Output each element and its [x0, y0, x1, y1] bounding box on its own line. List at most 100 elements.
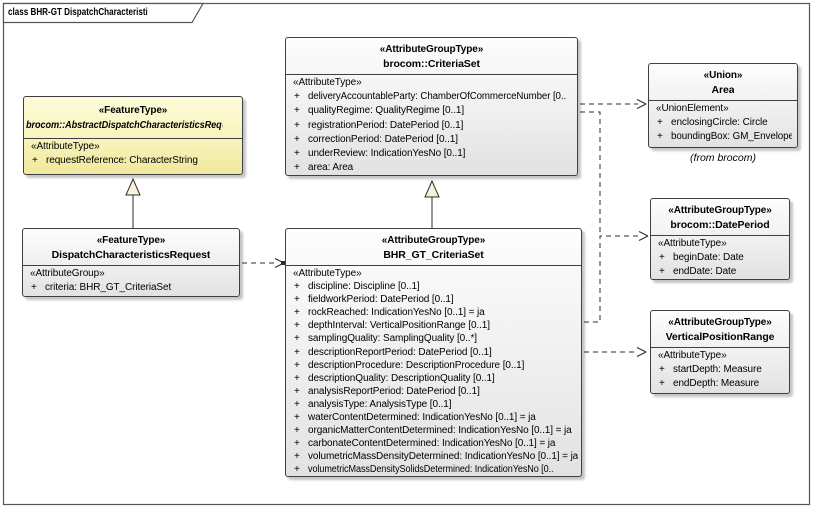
class-header: «FeatureType» brocom::AbstractDispatchCh…: [24, 97, 242, 138]
class-name: DispatchCharacteristicsRequest: [51, 249, 211, 261]
visibility-marker: +: [294, 359, 300, 371]
class-stereotype: «Union»: [703, 70, 743, 81]
class-name: brocom::DatePeriod: [670, 219, 770, 231]
attribute-list: + requestReference: CharacterString: [29, 154, 239, 168]
attribute-text: startDepth: Measure: [673, 364, 762, 376]
visibility-marker: +: [294, 333, 300, 345]
visibility-marker: +: [294, 281, 300, 293]
attribute-row: + registrationPeriod: DatePeriod [0..1]: [291, 119, 574, 133]
attribute-row: + samplingQuality: SamplingQuality [0..*]: [291, 332, 578, 345]
attribute-list: + startDepth: Measure+endDepth: Measure: [656, 363, 786, 391]
attribute-row: +deliveryAccountableParty: ChamberOfComm…: [291, 90, 574, 104]
visibility-marker: +: [294, 346, 300, 358]
attribute-text: requestReference: CharacterString: [46, 155, 198, 167]
visibility-marker: +: [294, 425, 300, 437]
attribute-text: descriptionReportPeriod: DatePeriod [0..…: [308, 346, 492, 358]
class-stereotype: «AttributeGroupType»: [668, 317, 772, 328]
attribute-row: +correctionPeriod: DatePeriod [0..1]: [291, 133, 574, 147]
class-stereotype: «AttributeGroupType»: [668, 205, 772, 216]
attribute-text: samplingQuality: SamplingQuality [0..*]: [308, 333, 477, 345]
attribute-text: discipline: Discipline [0..1]: [308, 281, 420, 293]
attribute-text: endDepth: Measure: [673, 378, 760, 390]
visibility-marker: +: [294, 398, 300, 410]
attribute-list: +discipline: Discipline [0..1]+fieldwork…: [291, 280, 578, 476]
visibility-marker: +: [294, 294, 300, 306]
class-area-union[interactable]: «Union» Area «UnionElement» +enclosingCi…: [648, 63, 798, 148]
attribute-text: underReview: IndicationYesNo [0..1]: [308, 148, 466, 160]
class-vertical-position-range[interactable]: «AttributeGroupType» VerticalPositionRan…: [650, 310, 790, 394]
visibility-marker: +: [659, 266, 665, 278]
attribute-row: + organicMatterContentDetermined: Indicat…: [291, 424, 578, 437]
attribute-row: + requestReference: CharacterString: [29, 154, 239, 168]
visibility-marker: +: [294, 105, 300, 117]
attribute-text: analysisReportPeriod: DatePeriod [0..1]: [308, 385, 480, 397]
class-abstract-dispatch-characteristics-request[interactable]: «FeatureType» brocom::AbstractDispatchCh…: [23, 96, 243, 175]
attribute-row: +waterContentDetermined: IndicationYesNo…: [291, 411, 578, 424]
frame-tab: [2, 2, 205, 24]
class-name: BHR_GT_CriteriaSet: [383, 249, 484, 261]
attribute-stereotype: «AttributeType»: [658, 350, 727, 361]
attribute-text: carbonateContentDetermined: IndicationYe…: [308, 438, 556, 450]
attribute-text: volumetricMassDensityDetermined: Indicat…: [308, 451, 578, 463]
visibility-marker: +: [659, 364, 665, 376]
class-stereotype: «FeatureType»: [98, 105, 168, 116]
attribute-row: +criteria: BHR_GT_CriteriaSet: [28, 281, 236, 295]
attribute-stereotype: «AttributeType»: [31, 141, 100, 152]
attribute-row: + volumetricMassDensityDetermined: Indica…: [291, 450, 578, 463]
attribute-row: +volumetricMassDensitySolidsDetermined: …: [291, 463, 578, 476]
class-header: «Union» Area: [649, 64, 797, 100]
attribute-text: descriptionProcedure: DescriptionProcedu…: [308, 359, 525, 371]
visibility-marker: +: [294, 438, 300, 450]
visibility-marker: +: [294, 451, 300, 463]
attribute-text: descriptionQuality: DescriptionQuality […: [308, 372, 495, 384]
attribute-stereotype: «AttributeType»: [293, 77, 362, 88]
attribute-row: +depthInterval: VerticalPositionRange [0…: [291, 319, 578, 332]
attribute-row: +rockReached: IndicationYesNo [0..1] = j…: [291, 306, 578, 319]
class-bhr-gt-criteriaset[interactable]: «AttributeGroupType» BHR_GT_CriteriaSet …: [285, 228, 582, 477]
attribute-row: +underReview: IndicationYesNo [0..1]: [291, 147, 574, 161]
area-from-note: (from brocom): [690, 152, 756, 164]
class-header: «FeatureType» DispatchCharacteristicsReq…: [23, 229, 239, 265]
attribute-text: deliveryAccountableParty: ChamberOfComme…: [308, 91, 567, 103]
visibility-marker: +: [32, 155, 38, 167]
attribute-text: qualityRegime: QualityRegime [0..1]: [308, 105, 465, 117]
attribute-row: + discipline: Discipline [0..1]: [291, 280, 578, 293]
attributes-compartment: «AttributeType» +beginDate: Date+endDate…: [651, 235, 789, 279]
attribute-row: + descriptionProcedure: DescriptionProced…: [291, 359, 578, 372]
attribute-list: +enclosingCircle: Circle+boundingBox: GM…: [654, 116, 794, 144]
attribute-row: + descriptionReportPeriod: DatePeriod [0.…: [291, 346, 578, 359]
attribute-text: organicMatterContentDetermined: Indicati…: [308, 425, 572, 437]
class-header: «AttributeGroupType» BHR_GT_CriteriaSet: [286, 229, 581, 265]
class-brocom-criteriaset[interactable]: «AttributeGroupType» brocom::CriteriaSet…: [285, 37, 578, 176]
class-name: VerticalPositionRange: [665, 331, 775, 343]
class-brocom-dateperiod[interactable]: «AttributeGroupType» brocom::DatePeriod …: [650, 198, 790, 280]
attribute-text: endDate: Date: [673, 266, 737, 278]
attribute-row: + startDepth: Measure: [656, 363, 786, 377]
visibility-marker: +: [294, 320, 300, 332]
visibility-marker: +: [294, 119, 300, 131]
class-stereotype: «AttributeGroupType»: [379, 44, 484, 55]
class-name: brocom::CriteriaSet: [383, 58, 480, 70]
visibility-marker: +: [31, 282, 37, 294]
visibility-marker: +: [294, 464, 300, 476]
visibility-marker: +: [294, 372, 300, 384]
visibility-marker: +: [294, 133, 300, 145]
attributes-compartment: «AttributeType» +deliveryAccountablePart…: [286, 74, 577, 175]
attribute-row: +endDepth: Measure: [656, 377, 786, 391]
attribute-row: +area: Area: [291, 161, 574, 175]
attribute-stereotype: «AttributeType»: [293, 268, 362, 279]
attribute-text: registrationPeriod: DatePeriod [0..1]: [308, 119, 464, 131]
attribute-text: area: Area: [308, 162, 354, 174]
attribute-row: +beginDate: Date: [656, 251, 786, 265]
class-stereotype: «FeatureType»: [96, 235, 166, 246]
class-dispatch-characteristics-request[interactable]: «FeatureType» DispatchCharacteristicsReq…: [22, 228, 240, 297]
class-stereotype: «AttributeGroupType»: [381, 235, 486, 246]
attribute-text: rockReached: IndicationYesNo [0..1] = ja: [308, 307, 485, 319]
attribute-row: + endDate: Date: [656, 265, 786, 279]
attribute-row: +boundingBox: GM_Envelope: [654, 130, 794, 144]
visibility-marker: +: [659, 252, 665, 264]
attribute-stereotype: «AttributeGroup»: [30, 268, 105, 279]
